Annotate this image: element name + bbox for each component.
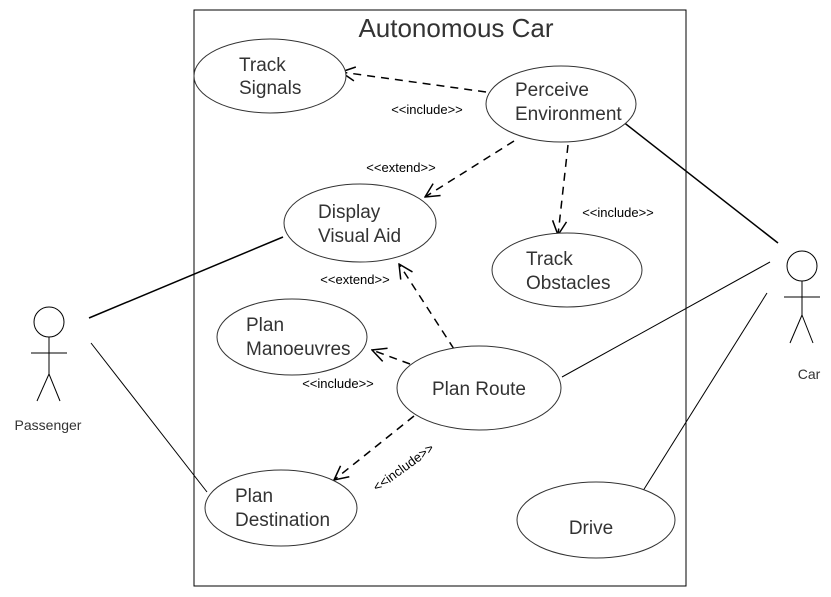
label-include-obstacles: <<include>>: [582, 205, 654, 220]
usecase-label: Visual Aid: [318, 226, 401, 247]
usecase-drive[interactable]: Drive: [516, 481, 676, 559]
usecase-label: Track: [239, 55, 286, 76]
usecase-label: Signals: [239, 78, 301, 99]
label-extend-perceive-display: <<extend>>: [366, 160, 435, 175]
actor-label: Passenger: [15, 417, 82, 433]
actor-head: [33, 306, 65, 338]
actor-car[interactable]: Car: [784, 250, 821, 382]
label-extend-route-display: <<extend>>: [320, 272, 389, 287]
usecase-label: Track: [526, 249, 573, 270]
usecase-track-obstacles[interactable]: Track Obstacles: [491, 232, 643, 308]
arrow-perceive-to-obstacles: [558, 144, 569, 235]
assoc-car-perceive: [621, 120, 779, 244]
label-include-manoeuvres: <<include>>: [302, 376, 374, 391]
usecase-label: Obstacles: [526, 273, 610, 294]
usecase-label: Plan: [246, 315, 284, 336]
usecase-track-signals[interactable]: Track Signals: [193, 38, 347, 114]
actor-head: [786, 250, 818, 282]
usecase-label: Manoeuvres: [246, 339, 351, 360]
actor-passenger[interactable]: Passenger: [15, 306, 82, 433]
assoc-car-route: [561, 261, 771, 378]
usecase-label: Perceive: [515, 80, 589, 101]
assoc-passenger-destination: [90, 342, 208, 493]
assoc-car-drive: [640, 292, 768, 495]
usecase-plan-manoeuvres[interactable]: Plan Manoeuvres: [216, 298, 368, 376]
usecase-perceive-environment[interactable]: Perceive Environment: [485, 65, 637, 143]
usecase-label: Drive: [569, 518, 613, 539]
arrow-route-to-destination: [334, 415, 415, 480]
actor-label: Car: [798, 366, 821, 382]
usecase-label: Display: [318, 202, 381, 223]
arrow-route-to-display: [399, 264, 455, 350]
usecase-display-visual-aid[interactable]: Display Visual Aid: [283, 183, 437, 263]
usecase-label: Plan Route: [432, 379, 526, 400]
system-title: Autonomous Car: [358, 13, 553, 43]
arrow-perceive-to-signals: [341, 72, 487, 93]
usecase-label: Environment: [515, 104, 622, 125]
usecase-label: Plan: [235, 486, 273, 507]
usecase-label: Destination: [235, 510, 330, 531]
label-include-signals: <<include>>: [391, 102, 463, 117]
usecase-plan-destination[interactable]: Plan Destination: [204, 469, 358, 547]
arrow-route-to-manoeuvres: [372, 350, 411, 365]
arrow-perceive-to-display: [425, 140, 515, 197]
assoc-passenger-display: [88, 236, 284, 319]
usecase-plan-route[interactable]: Plan Route: [396, 345, 562, 431]
